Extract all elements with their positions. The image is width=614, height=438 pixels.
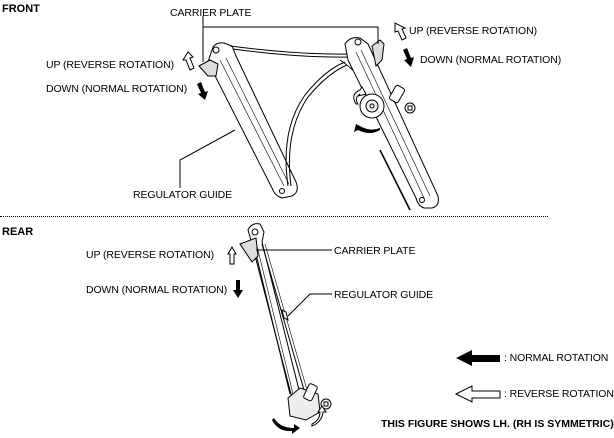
rear-motor: [287, 383, 332, 421]
rear-section-title: REAR: [2, 226, 34, 238]
front-left-down-label: DOWN (NORMAL ROTATION): [46, 83, 188, 95]
front-carrier-plate-label: CARRIER PLATE: [170, 7, 252, 19]
front-cables: [229, 45, 369, 187]
front-left-down-arrow: [197, 82, 208, 100]
front-left-regulator-guide: [207, 42, 298, 199]
rear-regulator-guide-label: REGULATOR GUIDE: [334, 289, 434, 301]
front-left-carrier-plate: [198, 59, 219, 77]
normal-rotation-legend-icon: [456, 350, 500, 366]
legend-reverse-rotation: : REVERSE ROTATION: [504, 388, 614, 400]
front-left-up-label: UP (REVERSE ROTATION): [46, 59, 174, 71]
front-right-up-arrow: [394, 22, 407, 41]
rear-up-arrow: [227, 245, 237, 265]
rear-reverse-rotation-arrow: [311, 405, 327, 427]
footnote: THIS FIGURE SHOWS LH. (RH IS SYMMETRIC): [381, 418, 614, 430]
rear-carrier-plate: [239, 237, 259, 263]
legend-normal-rotation: : NORMAL ROTATION: [504, 352, 609, 364]
front-left-up-arrow: [182, 51, 195, 71]
front-right-up-label: UP (REVERSE ROTATION): [409, 25, 537, 37]
reverse-rotation-legend-icon: [454, 385, 501, 403]
rear-up-label: UP (REVERSE ROTATION): [86, 249, 214, 261]
front-right-down-arrow: [403, 48, 414, 67]
front-reverse-rotation-arrow: [353, 86, 367, 105]
rear-down-label: DOWN (NORMAL ROTATION): [86, 284, 228, 296]
rear-down-arrow: [233, 280, 243, 298]
front-leader-lines: [179, 16, 379, 188]
rear-normal-rotation-arrow: [272, 418, 300, 434]
section-divider: [0, 216, 548, 217]
front-section-title: FRONT: [2, 3, 40, 15]
front-right-regulator-guide: [344, 37, 439, 211]
front-right-carrier-plate: [371, 39, 385, 68]
front-motor: [359, 84, 416, 119]
front-regulator-guide-label: REGULATOR GUIDE: [133, 189, 233, 201]
rear-leader-lines: [256, 249, 332, 317]
front-right-down-label: DOWN (NORMAL ROTATION): [420, 54, 562, 66]
rear-carrier-plate-label: CARRIER PLATE: [334, 245, 416, 257]
front-normal-rotation-arrow: [354, 124, 380, 133]
